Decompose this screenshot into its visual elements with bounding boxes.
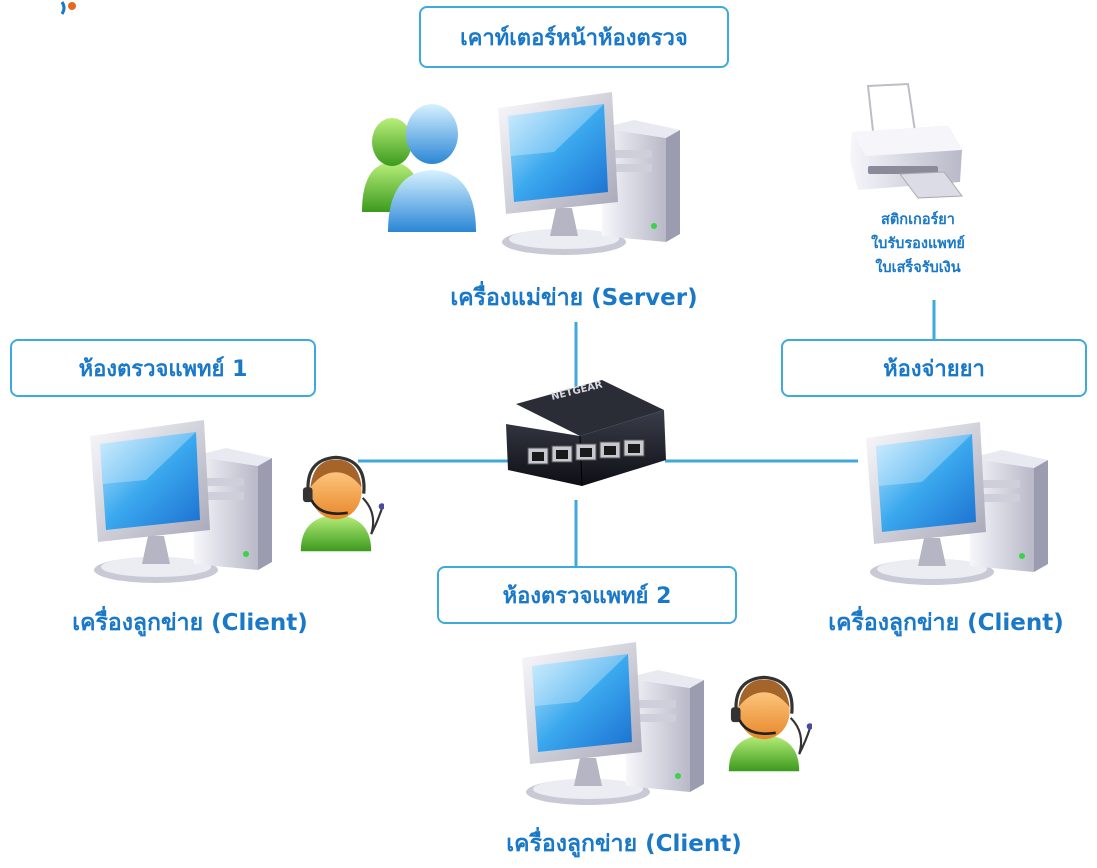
room1-title: ห้องตรวจแพทย์ 1: [78, 356, 248, 382]
title-text: เคาท์เตอร์หน้าห้องตรวจ: [460, 25, 688, 51]
room1-box: ห้องตรวจแพทย์ 1: [10, 339, 316, 397]
server-computer-icon: [498, 92, 680, 255]
room1-caption: เครื่องลูกข่าย (Client): [72, 610, 308, 636]
printer-label-sticker: สติกเกอร์ยา: [881, 212, 955, 228]
pharmacy-caption: เครื่องลูกข่าย (Client): [828, 610, 1064, 636]
network-connection-lines: [358, 300, 936, 566]
room1-doctor-headset-icon: [299, 455, 384, 553]
room2-box: ห้องตรวจแพทย์ 2: [437, 566, 737, 624]
users-icon: [362, 104, 476, 232]
room1-computer-icon: [90, 420, 272, 583]
room2-title: ห้องตรวจแพทย์ 2: [502, 583, 672, 609]
printer-label-medical-certificate: ใบรับรองแพทย์: [871, 236, 965, 252]
room2-caption: เครื่องลูกข่าย (Client): [506, 831, 742, 857]
network-switch-icon: NETGEAR: [506, 379, 666, 487]
printer-labels: สติกเกอร์ยา ใบรับรองแพทย์ ใบเสร็จรับเงิน: [838, 208, 998, 280]
printer-icon: [850, 82, 963, 199]
room2-computer-icon: [522, 642, 704, 805]
printer-label-receipt: ใบเสร็จรับเงิน: [875, 260, 961, 276]
corner-logo: [0, 0, 90, 16]
devices-layer: NETGEAR: [90, 82, 1048, 805]
room2-doctor-headset-icon: [727, 675, 812, 773]
server-caption: เครื่องแม่ข่าย (Server): [450, 285, 698, 311]
pharmacy-computer-icon: [866, 422, 1048, 585]
pharmacy-box: ห้องจ่ายยา: [781, 339, 1087, 397]
pharmacy-title: ห้องจ่ายยา: [883, 356, 985, 382]
title-box: เคาท์เตอร์หน้าห้องตรวจ: [419, 6, 729, 68]
